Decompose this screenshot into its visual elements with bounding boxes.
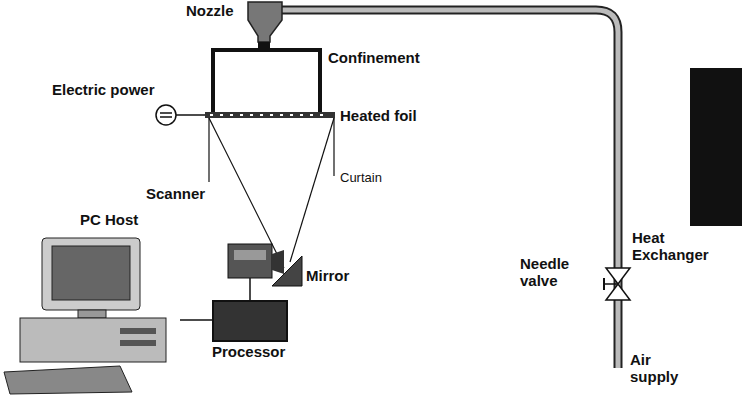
node-label: PC Host: [80, 212, 138, 229]
part-label: Mirror: [306, 268, 349, 285]
part-label: Air supply: [630, 352, 700, 385]
foil-dots: [210, 114, 323, 116]
air-pipe-core: [282, 10, 618, 368]
camera-badge: [234, 250, 266, 260]
processor-unit: Processor: [212, 300, 288, 363]
computer-case: [20, 318, 166, 362]
processor-box: [212, 300, 288, 342]
camera-lens: [272, 250, 284, 274]
monitor: [42, 238, 140, 310]
part-label: Heat Exchanger: [632, 230, 732, 263]
power-wire: [176, 114, 205, 116]
air-pipe: [282, 10, 618, 368]
node-label: Processor: [212, 344, 285, 361]
pc-host: PC Host: [20, 212, 180, 392]
part-label: Confinement: [328, 50, 420, 67]
curtain-line: [333, 118, 334, 176]
curtain-line: [208, 118, 209, 182]
camera-cable: [249, 278, 251, 300]
monitor-screen: [52, 246, 130, 300]
heated-foil: [205, 112, 335, 118]
scanner-camera: [228, 244, 272, 278]
heat-exchanger: [690, 68, 742, 226]
part-label: Heated foil: [340, 108, 417, 125]
view-line: [290, 118, 334, 262]
nozzle-neck: [258, 42, 270, 50]
nozzle-funnel: [248, 2, 282, 42]
part-label: Electric power: [52, 82, 155, 99]
power-source-symbol: [156, 105, 176, 125]
part-label: Needle valve: [520, 256, 600, 289]
part-label: Curtain: [340, 171, 382, 185]
part-label: Nozzle: [186, 3, 234, 20]
confinement-wall: [213, 50, 320, 112]
part-label: Scanner: [146, 186, 205, 203]
keyboard: [4, 366, 132, 394]
signal-cable: [180, 319, 212, 321]
